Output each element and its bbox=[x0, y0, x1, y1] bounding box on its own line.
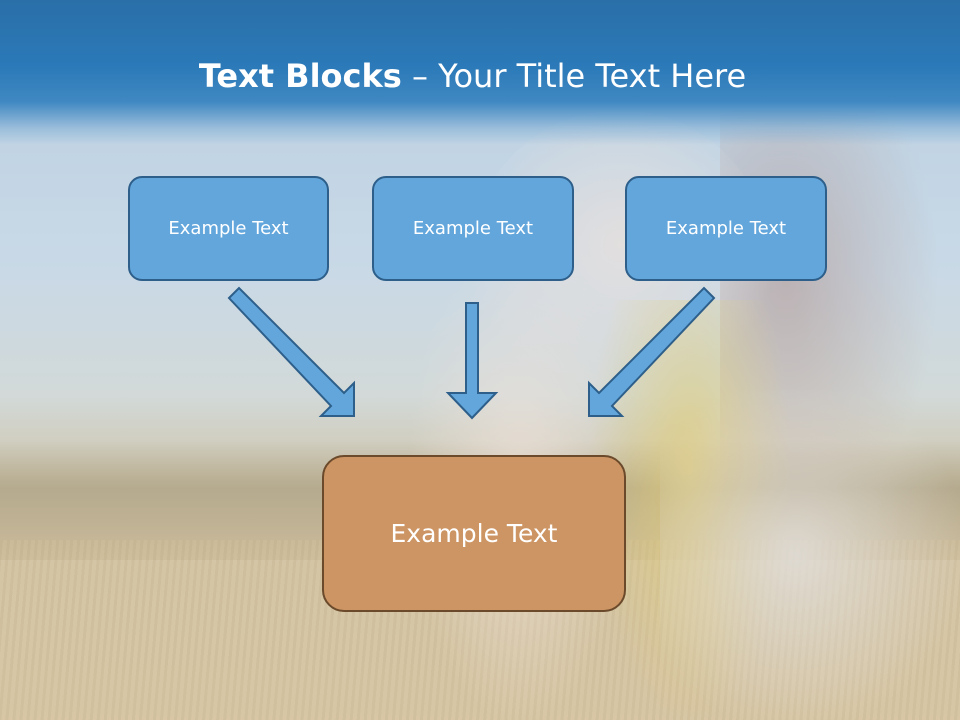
title-dash: – bbox=[401, 57, 439, 95]
arrow-down-icon bbox=[445, 302, 499, 420]
slide-title: Text Blocks – Your Title Text Here bbox=[0, 54, 945, 98]
title-rest: Your Title Text Here bbox=[438, 57, 747, 95]
title-bold: Text Blocks bbox=[198, 57, 402, 95]
title-bar bbox=[0, 0, 960, 145]
result-block[interactable]: Example Text bbox=[322, 455, 626, 612]
result-block-label: Example Text bbox=[390, 519, 558, 548]
text-block-3[interactable]: Example Text bbox=[625, 176, 827, 281]
text-block-1[interactable]: Example Text bbox=[128, 176, 329, 281]
background-sweater bbox=[660, 390, 960, 720]
text-block-3-label: Example Text bbox=[665, 218, 787, 239]
text-block-2-label: Example Text bbox=[412, 218, 534, 239]
text-block-1-label: Example Text bbox=[168, 218, 289, 239]
arrow-right-icon bbox=[588, 286, 716, 417]
arrow-left-icon bbox=[227, 286, 355, 417]
text-block-2[interactable]: Example Text bbox=[372, 176, 574, 281]
